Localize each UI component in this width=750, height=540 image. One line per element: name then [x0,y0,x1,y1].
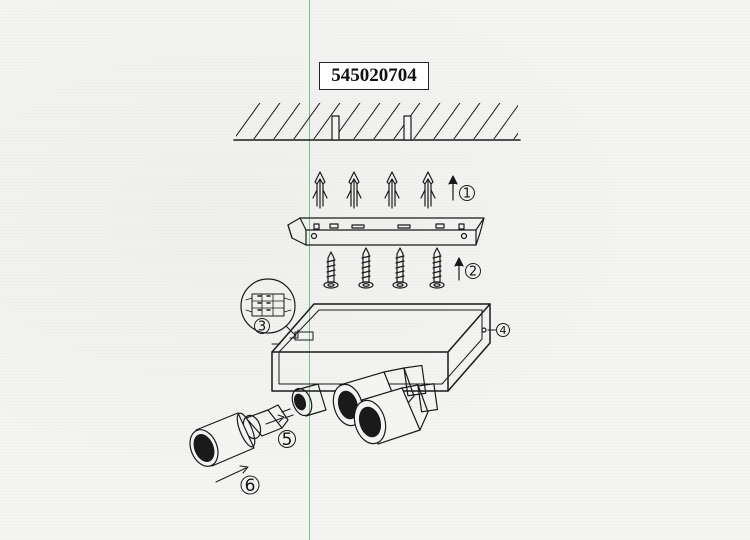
lamp-cover [189,412,256,467]
screw [392,247,408,289]
model-number-text: 545020704 [331,65,417,86]
step-2-number: 2 [469,265,477,280]
step-6-marker: 6 [215,465,260,496]
step-1-marker: 1 [448,175,475,202]
wall-plug [420,171,436,209]
spotlight-head [353,383,439,445]
screw [323,251,339,289]
wall-plug [384,171,400,209]
step-5-number: 5 [282,430,293,450]
model-number-label: 545020704 [319,62,429,90]
lamp-socket [291,383,327,417]
screw [358,247,374,289]
guide-line [309,0,310,540]
fixture-body [271,303,491,392]
gu10-bulb [242,404,294,440]
step-1-number: 1 [463,187,471,202]
wire-connector-detail: 3 [240,278,299,339]
step-2-marker: 2 [454,257,481,281]
screws [323,247,445,289]
step-4-marker: 4 [487,323,510,337]
step-6-number: 6 [245,476,256,496]
ceiling [233,103,521,141]
screw [429,247,445,289]
wall-plug [346,171,362,209]
mounting-bracket [287,217,485,246]
step-4-number: 4 [500,324,507,337]
step-5-marker: 5 [265,414,296,450]
wall-plug [312,171,328,209]
wall-plugs [312,171,436,209]
step-3-number: 3 [258,320,266,335]
spotlight-heads [291,364,439,445]
